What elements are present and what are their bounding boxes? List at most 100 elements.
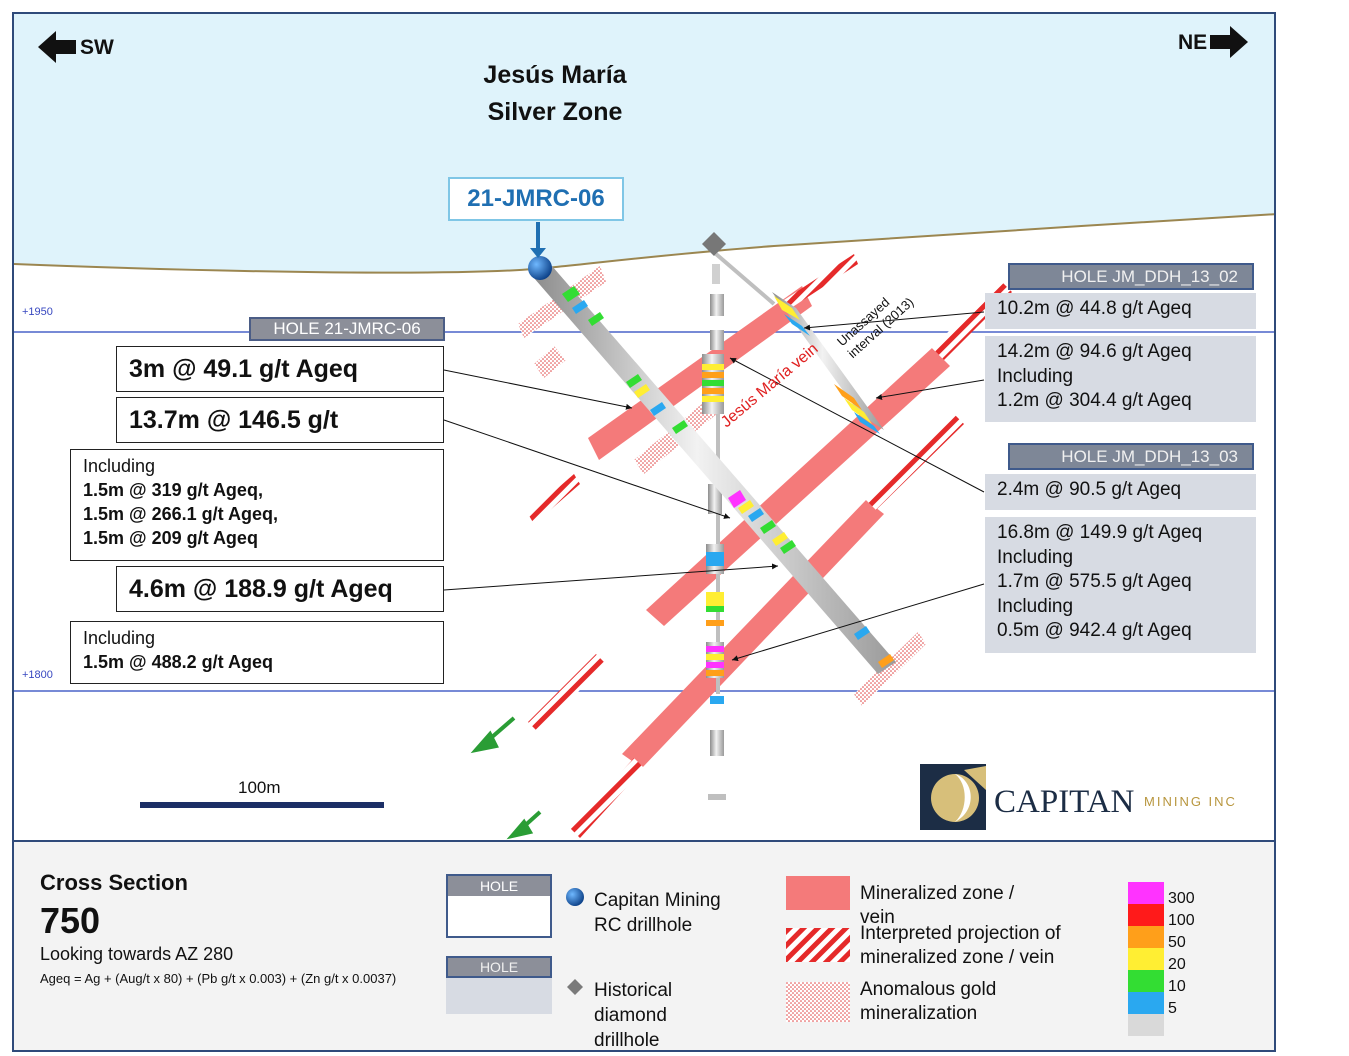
hist-label-line-1: Historical <box>594 980 673 1001</box>
hole-id-label: 21-JMRC-06 <box>448 177 624 221</box>
hole-tag-ddh03: HOLE JM_DDH_13_03 <box>1008 443 1254 470</box>
including-box-2: Including 1.5m @ 488.2 g/t Ageq <box>70 621 444 684</box>
projection-label: Interpreted projection of mineralized zo… <box>860 922 1061 970</box>
mineralized-swatch <box>786 876 850 910</box>
right-intercept-1: 10.2m @ 44.8 g/t Ageq <box>985 293 1256 329</box>
right-intercept-4-line-5: 0.5m @ 942.4 g/t Ageq <box>997 620 1192 641</box>
grade-swatch <box>1128 948 1164 970</box>
right-intercept-1-line-1: 10.2m @ 44.8 g/t Ageq <box>997 298 1192 319</box>
title-line-1: Jesús María <box>483 61 627 89</box>
intercept-box-3: 4.6m @ 188.9 g/t Ageq <box>116 566 444 612</box>
intercept-text-3: 4.6m @ 188.9 g/t Ageq <box>129 574 393 603</box>
including-line-1b: 1.5m @ 266.1 g/t Ageq, <box>83 504 278 524</box>
mineralized-line-2: vein <box>860 907 895 928</box>
mineralized-label: Mineralized zone / vein <box>860 882 1014 930</box>
hist-label-line-2: diamond <box>594 1005 667 1026</box>
legend-hist-hole-tag: HOLE <box>446 956 552 1014</box>
grade-label: 5 <box>1168 1000 1177 1017</box>
hole-tag-main: HOLE 21-JMRC-06 <box>249 317 445 341</box>
intercept-text-1: 3m @ 49.1 g/t Ageq <box>129 354 359 383</box>
anomalous-swatch <box>786 982 850 1022</box>
right-intercept-2-line-3: 1.2m @ 304.4 g/t Ageq <box>997 390 1192 411</box>
legend-panel: Cross Section 750 Looking towards AZ 280… <box>14 840 1274 1051</box>
including-line-2a: 1.5m @ 488.2 g/t Ageq <box>83 652 273 672</box>
ageq-formula: Ageq = Ag + (Aug/t x 80) + (Pb g/t x 0.0… <box>40 971 397 986</box>
direction-ne: NE <box>1178 31 1208 54</box>
grade-label: 100 <box>1168 912 1195 929</box>
sw-arrow-icon <box>38 31 76 63</box>
mineralized-line-1: Mineralized zone / <box>860 883 1015 904</box>
right-intercept-2-line-1: 14.2m @ 94.6 g/t Ageq <box>997 341 1192 362</box>
anomalous-gold-2 <box>534 346 566 378</box>
rc-drillhole-label: Capitan Mining RC drillhole <box>594 888 721 938</box>
projection-zone-5 <box>528 654 606 732</box>
rc-label-line-2: RC drillhole <box>594 915 693 936</box>
right-intercept-4-line-4: Including <box>997 595 1074 617</box>
hist-label-line-3: drillhole <box>594 1030 660 1051</box>
ne-arrow-icon <box>1210 26 1248 58</box>
cross-section-figure: Jesús María Silver Zone SW NE 21-JMRC-06… <box>12 12 1276 1052</box>
hole-id-pointer-head <box>530 248 546 258</box>
projection-swatch <box>786 928 850 962</box>
historical-hole-ddh02 <box>714 252 884 434</box>
right-intercept-4-line-1: 16.8m @ 149.9 g/t Ageq <box>997 522 1203 543</box>
grade-swatch <box>1128 970 1164 992</box>
looking-direction: Looking towards AZ 280 <box>40 944 234 964</box>
right-intercept-2: 14.2m @ 94.6 g/t Ageq Including 1.2m @ 3… <box>985 336 1256 422</box>
projection-line-2: mineralized zone / vein <box>860 947 1055 968</box>
leader-lines <box>443 311 985 662</box>
green-arrows <box>470 716 542 840</box>
including-line-1a: 1.5m @ 319 g/t Ageq, <box>83 480 263 500</box>
anomalous-line-1: Anomalous gold <box>860 979 997 1000</box>
title-line-2: Silver Zone <box>487 98 623 126</box>
projection-zone-6 <box>570 758 644 838</box>
grade-label: 300 <box>1168 890 1195 907</box>
section-number: 750 <box>40 900 101 941</box>
including-line-1c: 1.5m @ 209 g/t Ageq <box>83 528 258 548</box>
including-heading-1: Including <box>83 456 156 476</box>
rc-label-line-1: Capitan Mining <box>594 890 721 911</box>
legend-hist-hole-tag-text: HOLE <box>446 956 552 978</box>
legend-rc-hole-tag: HOLE <box>446 874 552 938</box>
right-intercept-4-line-3: 1.7m @ 575.5 g/t Ageq <box>997 571 1192 592</box>
elevation-label-1800: +1800 <box>22 669 53 681</box>
scale-bar-label: 100m <box>238 778 281 797</box>
rc-drillhole-icon <box>566 888 584 906</box>
intercept-box-1: 3m @ 49.1 g/t Ageq <box>116 346 444 392</box>
mineralized-zone-1 <box>588 286 812 460</box>
logo-suffix: MINING INC <box>1144 794 1237 809</box>
grade-label: 20 <box>1168 956 1186 973</box>
grade-label: 50 <box>1168 934 1186 951</box>
right-intercept-4-line-2: Including <box>997 546 1074 568</box>
right-intercept-4: 16.8m @ 149.9 g/t Ageq Including 1.7m @ … <box>985 517 1256 653</box>
right-intercept-2-line-2: Including <box>997 365 1074 387</box>
elevation-label-1950: +1950 <box>22 306 53 318</box>
projection-zone-4 <box>528 474 580 524</box>
projection-zone-3 <box>866 414 964 510</box>
including-heading-2: Including <box>83 628 156 648</box>
grade-swatch <box>1128 926 1164 948</box>
mineralized-zone-lower <box>622 500 884 768</box>
right-intercept-3: 2.4m @ 90.5 g/t Ageq <box>985 474 1256 510</box>
direction-sw: SW <box>80 36 114 59</box>
scale-bar <box>140 802 384 808</box>
anomalous-line-2: mineralization <box>860 1003 978 1024</box>
grade-swatch <box>1128 992 1164 1014</box>
logo-name: CAPITAN <box>994 784 1135 820</box>
grade-label: 10 <box>1168 978 1186 995</box>
anomalous-gold-4 <box>854 632 926 706</box>
rc-hole-21-jmrc-06 <box>528 256 896 674</box>
projection-zone-1 <box>784 254 858 310</box>
legend-rc-hole-tag-text: HOLE <box>448 876 550 896</box>
hole-tag-ddh02: HOLE JM_DDH_13_02 <box>1008 263 1254 290</box>
anomalous-label: Anomalous gold mineralization <box>860 978 996 1026</box>
projection-line-1: Interpreted projection of <box>860 923 1061 944</box>
grade-swatch <box>1128 882 1164 904</box>
section-label: Cross Section <box>40 870 188 895</box>
historical-hole-vertical <box>702 232 726 800</box>
right-intercept-3-line-1: 2.4m @ 90.5 g/t Ageq <box>997 479 1182 500</box>
capitan-logo-mark <box>920 764 986 830</box>
intercept-text-2: 13.7m @ 146.5 g/t <box>129 405 339 434</box>
historical-drillhole-icon <box>567 979 583 995</box>
topography-line <box>14 213 1274 274</box>
